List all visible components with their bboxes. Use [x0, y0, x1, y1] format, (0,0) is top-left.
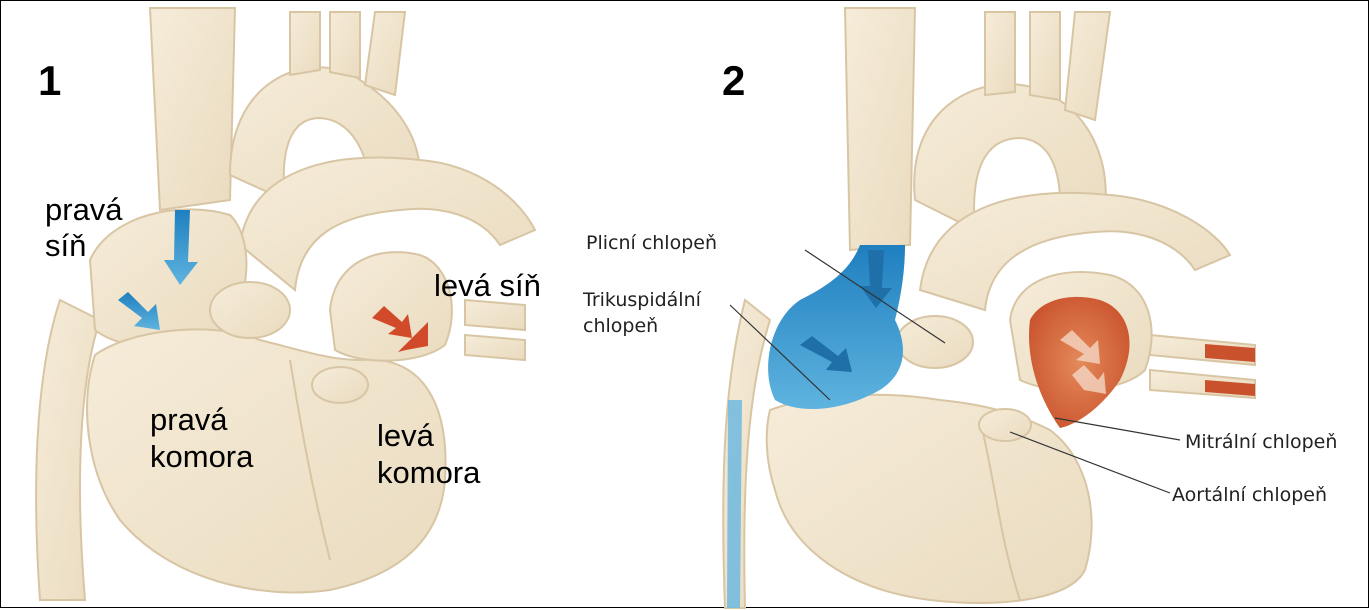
- right-atrium-blood-2: [768, 245, 905, 409]
- aortic-branch-1a: [290, 12, 320, 75]
- aortic-branch-1b: [330, 12, 360, 78]
- aortic-valve-2: [979, 409, 1031, 441]
- superior-vena-cava-2: [845, 8, 915, 250]
- aortic-branch-1c: [365, 12, 405, 95]
- aortic-valve-1: [312, 367, 368, 403]
- ivc-blood-2: [727, 400, 742, 608]
- label-mitral-valve: Mitrální chlopeň: [1185, 429, 1337, 455]
- panel-number-2: 2: [722, 60, 745, 102]
- label-tricuspid-valve-line1: Trikuspidální: [583, 287, 701, 313]
- pulmonary-valve-2: [897, 316, 973, 368]
- label-left-ventricle-line1: levá: [377, 418, 434, 454]
- mitral-valve-leader: [1055, 418, 1180, 440]
- left-atrium-blood-2: [1029, 297, 1129, 428]
- label-right-ventricle-line1: pravá: [150, 402, 228, 438]
- label-right-atrium-line2: síň: [45, 228, 86, 264]
- label-aortic-valve: Aortální chlopeň: [1172, 482, 1327, 508]
- label-left-ventricle-line2: komora: [377, 455, 480, 491]
- label-right-atrium-line1: pravá: [45, 192, 123, 228]
- panel-number-1: 1: [38, 60, 61, 102]
- aortic-branch-2b: [1030, 12, 1060, 100]
- label-pulmonary-valve: Plicní chlopeň: [586, 230, 717, 256]
- aortic-branch-2a: [985, 12, 1015, 95]
- superior-vena-cava-1: [150, 8, 235, 210]
- pulmonary-valve-1: [210, 282, 290, 338]
- label-left-atrium: levá síň: [434, 268, 541, 304]
- pulmonary-vein-1b: [465, 335, 525, 360]
- label-tricuspid-valve-line2: chlopeň: [583, 313, 658, 339]
- pulmonary-vein-1a: [465, 300, 525, 330]
- heart-diagram-1: [36, 8, 535, 600]
- aortic-branch-2c: [1065, 12, 1110, 120]
- label-right-ventricle-line2: komora: [150, 439, 253, 475]
- ventricles-2: [767, 395, 1092, 603]
